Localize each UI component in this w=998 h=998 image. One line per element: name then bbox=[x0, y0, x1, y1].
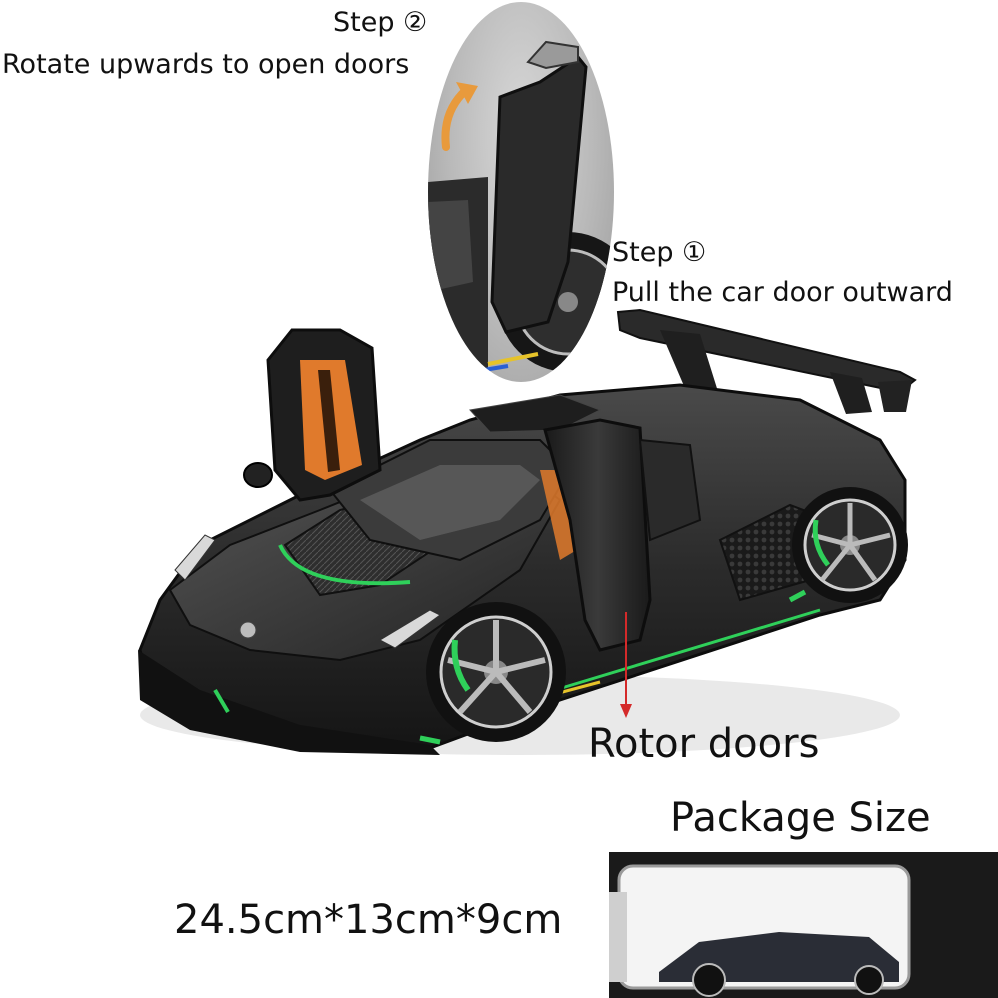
front-wheel bbox=[426, 602, 566, 742]
door-detail-inset bbox=[428, 2, 614, 382]
step1-title: Step ① bbox=[612, 237, 707, 268]
step2-description: Rotate upwards to open doors bbox=[2, 49, 410, 80]
package-dimensions: 24.5cm*13cm*9cm bbox=[174, 897, 563, 943]
rear-side-accent bbox=[788, 589, 807, 603]
step1-description: Pull the car door outward bbox=[612, 277, 953, 308]
right-rotor-door bbox=[543, 418, 702, 652]
rotor-door-pointer-arrow bbox=[620, 612, 632, 718]
rear-wing bbox=[616, 308, 917, 414]
step2-title: Step ② bbox=[333, 7, 428, 38]
rotor-doors-label: Rotor doors bbox=[588, 721, 820, 767]
rear-wheel bbox=[792, 487, 908, 603]
rotate-arrow-icon bbox=[441, 86, 470, 151]
left-door-open bbox=[243, 328, 382, 502]
package-size-title: Package Size bbox=[670, 795, 931, 841]
package-box-photo bbox=[609, 852, 998, 998]
